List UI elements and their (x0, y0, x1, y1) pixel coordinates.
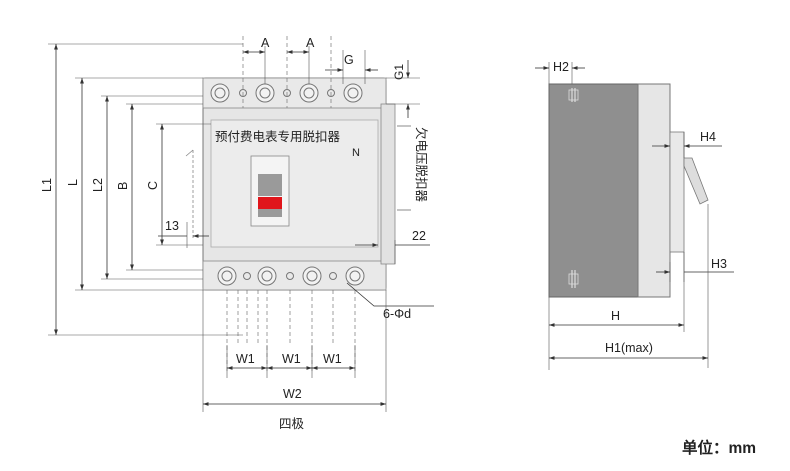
handle-red (258, 197, 282, 209)
dim-22: 22 (412, 229, 426, 243)
accessory-side-block (380, 103, 396, 265)
cover-panel (210, 119, 379, 248)
dim-h1: H1(max) (605, 341, 653, 355)
dim-g1: G1 (392, 64, 406, 80)
view-caption: 四极 (279, 417, 305, 431)
n-label: N (352, 147, 360, 159)
dim-13: 13 (165, 219, 179, 233)
handle-gray (258, 174, 282, 196)
dim-h: H (611, 309, 620, 323)
dim-l1: L1 (40, 178, 54, 192)
dim-b: B (116, 182, 130, 190)
dim-h4: H4 (700, 130, 716, 144)
dim-h3: H3 (711, 257, 727, 271)
dim-w2: W2 (283, 387, 302, 401)
dim-g: G (344, 53, 354, 67)
dim-w1-a: W1 (236, 352, 255, 366)
device-label: 预付费电表专用脱扣器 (215, 129, 341, 144)
dim-l: L (66, 179, 80, 186)
bottom-terminals (217, 266, 365, 286)
side-view: H2 H4 H3 H H1(max) (535, 60, 734, 370)
dim-c: C (146, 181, 160, 190)
dim-a2: A (306, 36, 315, 50)
side-label: 欠电压脱扣器 (414, 127, 429, 203)
front-view: 预付费电表专用脱扣器 N 欠电压脱扣器 (40, 36, 434, 431)
dim-h2: H2 (553, 60, 569, 74)
side-body-dark (548, 83, 639, 298)
side-body-light (637, 83, 671, 298)
dim-hole: 6-Φd (383, 307, 411, 321)
top-terminals (210, 83, 363, 103)
handle-lever (683, 157, 709, 205)
unit-note: 单位：mm (682, 438, 756, 457)
handle-boss (669, 131, 685, 253)
dim-w1-b: W1 (282, 352, 301, 366)
dim-w1-c: W1 (323, 352, 342, 366)
dim-l2: L2 (91, 178, 105, 192)
dim-a1: A (261, 36, 270, 50)
